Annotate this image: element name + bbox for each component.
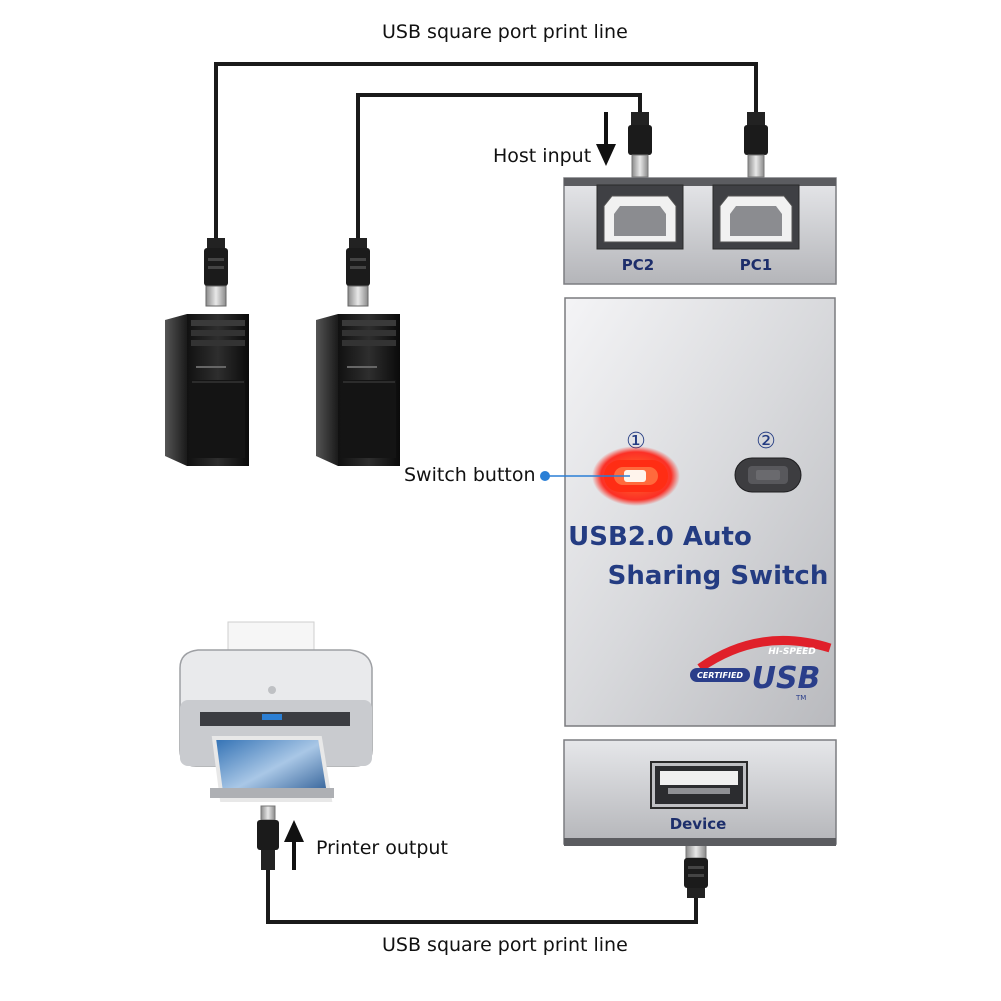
usb-a-plug-icon xyxy=(684,841,708,898)
switch-button-2[interactable] xyxy=(734,457,802,493)
cable-pc2 xyxy=(356,93,642,250)
usb-b-port-pc1[interactable] xyxy=(712,184,800,250)
computer-tower-icon xyxy=(316,314,400,466)
usb-b-plug-icon xyxy=(628,112,652,178)
usb-b-port-pc2[interactable] xyxy=(596,184,684,250)
arrow-down-icon xyxy=(596,112,616,166)
usb-b-plug-icon xyxy=(744,112,768,178)
device-title-line1: USB2.0 Auto xyxy=(568,522,752,552)
usb-a-port-device[interactable] xyxy=(650,761,748,809)
arrow-up-icon xyxy=(284,820,304,870)
usb-a-plug-icon xyxy=(346,238,370,307)
cable-pc1 xyxy=(214,62,758,250)
bottom-cable-label: USB square port print line xyxy=(382,934,628,956)
usb-logo-icon: HI-SPEED CERTIFIED USB TM xyxy=(690,635,832,702)
usb-logo-left: CERTIFIED xyxy=(697,671,743,680)
switch-button-1[interactable] xyxy=(592,446,680,506)
usb-logo-main: USB xyxy=(752,661,821,696)
printer-icon xyxy=(179,621,373,802)
usb-logo-tm: TM xyxy=(795,694,806,702)
switch-button-label: Switch button xyxy=(404,464,536,486)
device-title-line2: Sharing Switch xyxy=(608,561,829,591)
indicator-2-label: ② xyxy=(756,429,776,454)
host-port-panel: PC2 PC1 xyxy=(563,177,837,285)
printer-output-label: Printer output xyxy=(316,837,448,859)
usb-b-plug-icon xyxy=(257,805,279,870)
computer-tower-icon xyxy=(165,314,249,466)
top-cable-label: USB square port print line xyxy=(382,21,628,43)
port-label-device: Device xyxy=(670,815,727,833)
port-label-pc2: PC2 xyxy=(622,256,654,274)
switch-button-callout xyxy=(540,471,630,481)
port-label-pc1: PC1 xyxy=(740,256,772,274)
host-input-label: Host input xyxy=(493,145,592,167)
switch-face: ① ② USB2.0 Auto Sharing Switch HI-SPEED xyxy=(540,297,836,727)
usb-a-plug-icon xyxy=(204,238,228,307)
usb-logo-top: HI-SPEED xyxy=(768,647,816,657)
device-port-panel: Device xyxy=(563,739,837,846)
cable-printer xyxy=(266,870,698,924)
